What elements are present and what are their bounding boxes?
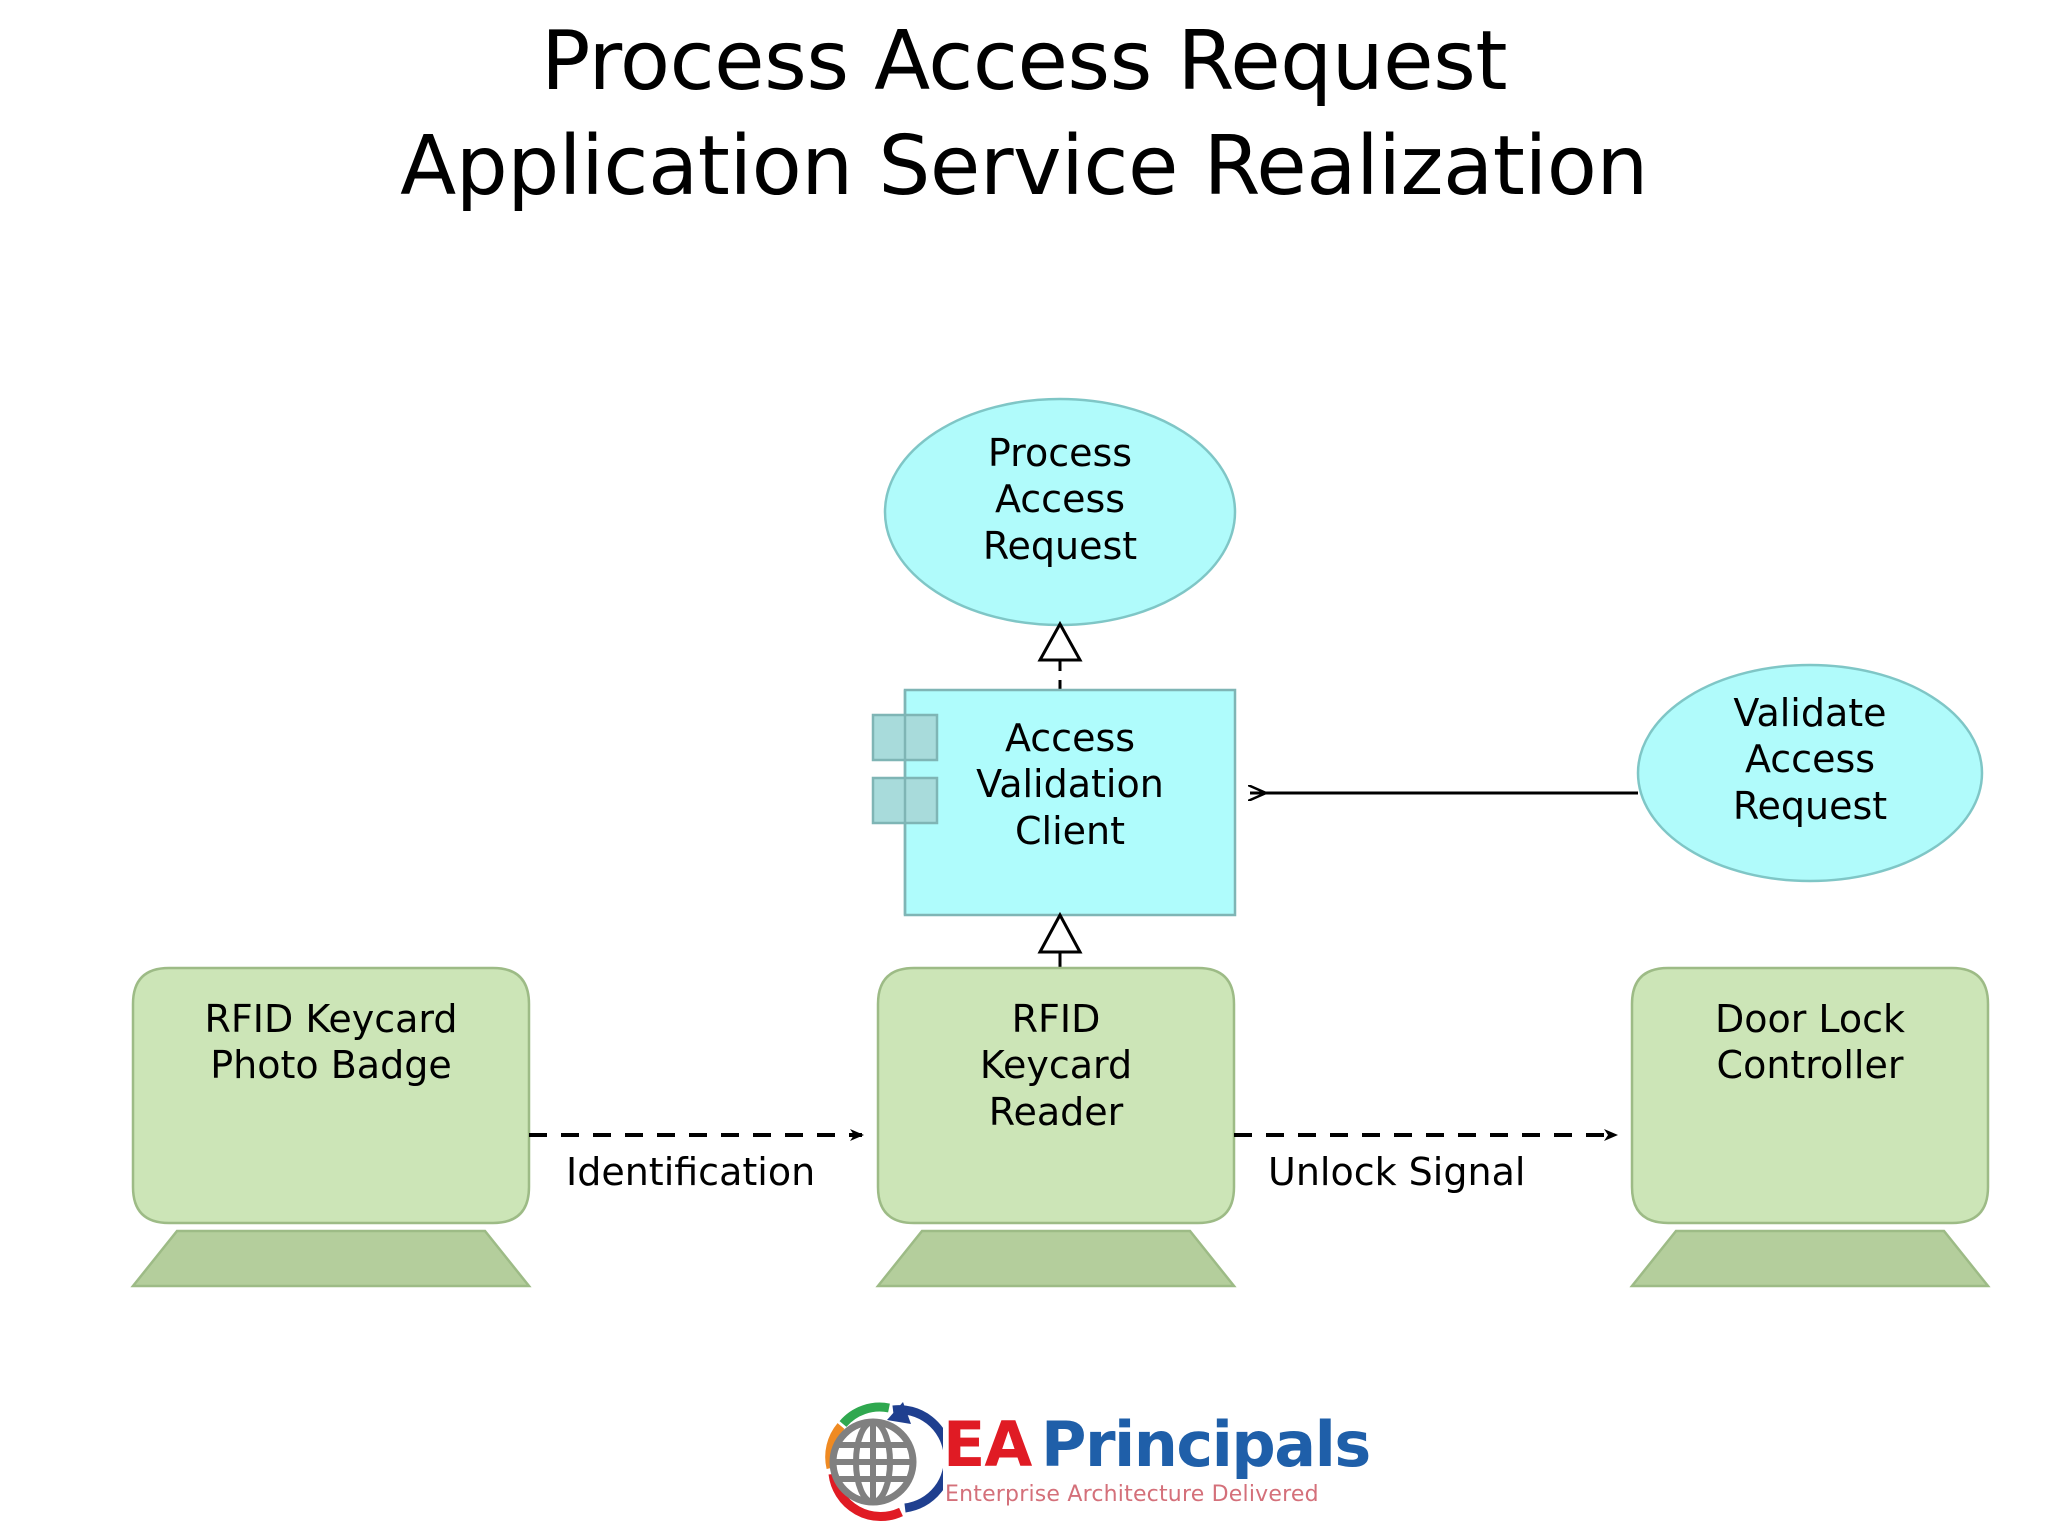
hollow-triangle-arrowhead-icon — [1037, 911, 1083, 954]
component-body — [903, 688, 1237, 917]
device-stand-icon — [1629, 1229, 1991, 1288]
node-validate-access-request[interactable] — [1636, 663, 1984, 883]
hollow-triangle-arrowhead-icon — [1037, 620, 1083, 662]
logo-tagline: Enterprise Architecture Delivered — [945, 1482, 1319, 1507]
device-screen — [1630, 966, 1990, 1225]
node-rfid-keycard-reader[interactable] — [875, 966, 1237, 1288]
application-service-ellipse — [1636, 663, 1984, 883]
globe-icon — [825, 1402, 943, 1521]
ea-principals-logo: EA Principals Enterprise Architecture De… — [815, 1398, 1371, 1526]
edge-realize-service[interactable] — [1037, 620, 1083, 690]
node-rfid-keycard-photo-badge[interactable] — [130, 966, 532, 1288]
title-line-2: Application Service Realization — [400, 118, 1648, 214]
title-line-1: Process Access Request — [541, 14, 1508, 109]
application-service-ellipse — [883, 397, 1237, 627]
device-screen — [131, 966, 531, 1225]
edge-realize-component[interactable] — [1037, 911, 1083, 968]
node-process-access-request[interactable] — [883, 397, 1237, 627]
node-access-validation-client[interactable] — [871, 688, 1237, 917]
device-screen — [876, 966, 1236, 1225]
page-title: Process Access Request Application Servi… — [0, 10, 2048, 220]
logo-wordmark: EA Principals Enterprise Architecture De… — [943, 1404, 1371, 1524]
device-stand-icon — [130, 1229, 532, 1288]
node-door-lock-controller[interactable] — [1629, 966, 1991, 1288]
edge-label-unlock-signal: Unlock Signal — [1268, 1150, 1526, 1194]
edge-label-identification: Identification — [566, 1150, 816, 1194]
logo-name-secondary: Principals — [1041, 1408, 1371, 1481]
logo-name-primary: EA — [943, 1408, 1032, 1481]
device-stand-icon — [875, 1229, 1237, 1288]
